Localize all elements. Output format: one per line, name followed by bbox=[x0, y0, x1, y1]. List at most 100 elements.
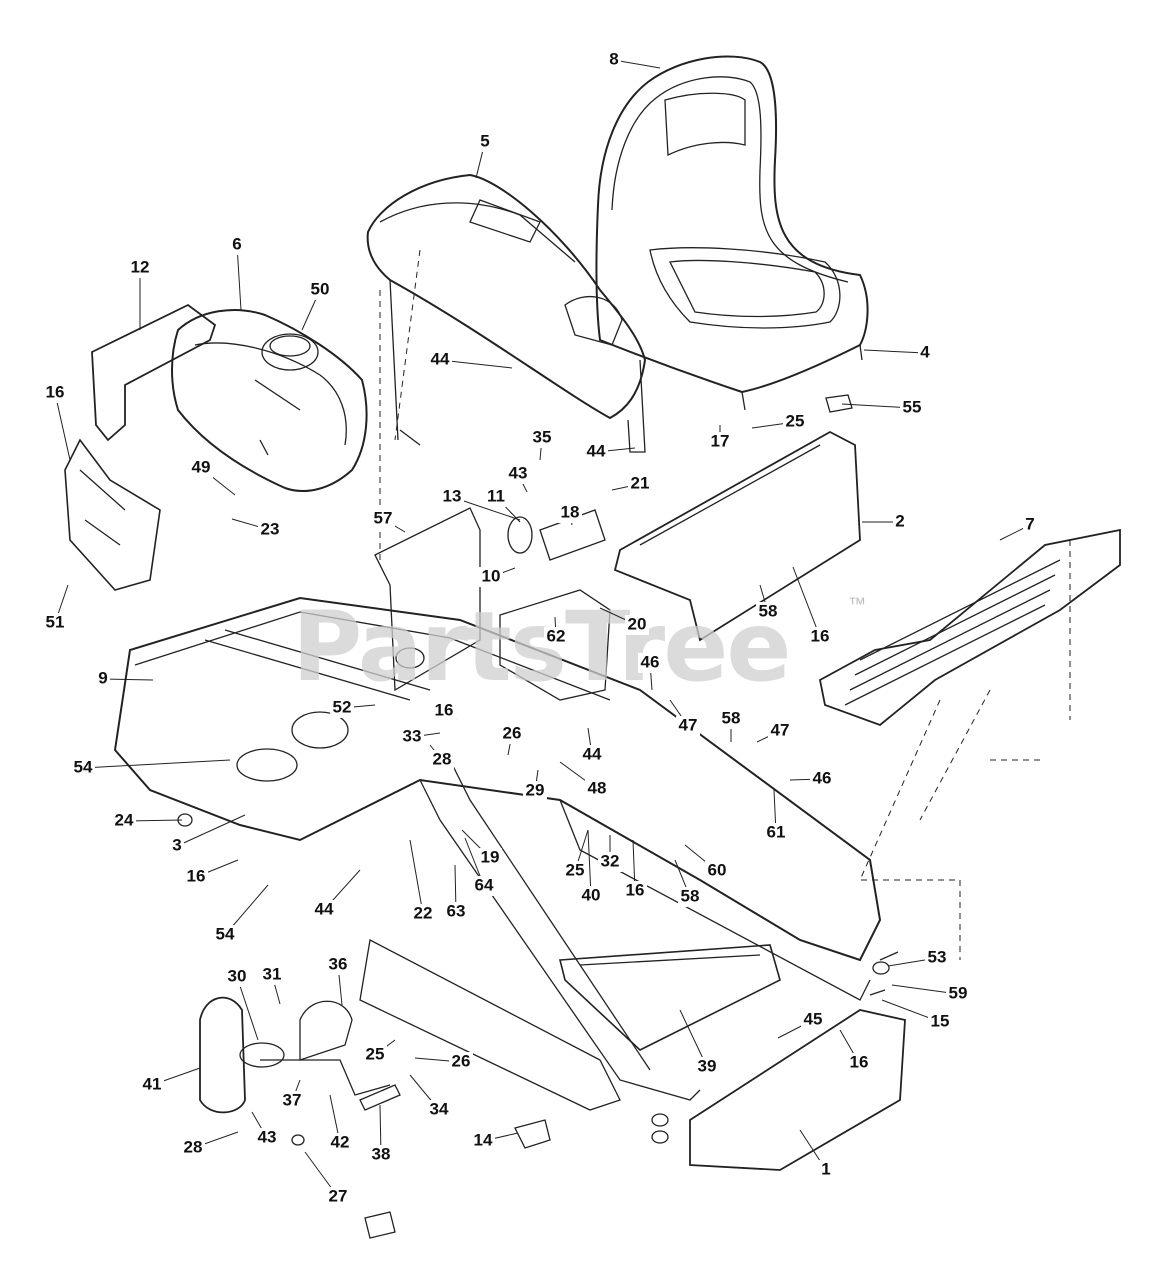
part-number-label: 6 bbox=[232, 234, 241, 253]
part-label: 25 bbox=[751, 411, 807, 432]
part-label: 2 bbox=[862, 511, 907, 532]
part-label: 3 bbox=[170, 814, 246, 856]
part-number-label: 25 bbox=[786, 411, 805, 430]
part-label: 11 bbox=[484, 486, 521, 523]
part-number-label: 43 bbox=[258, 1127, 277, 1146]
label-background bbox=[623, 881, 647, 901]
part-label: 26 bbox=[500, 723, 524, 756]
label-background bbox=[598, 852, 622, 872]
part-number-label: 51 bbox=[46, 612, 65, 631]
part-number-label: 16 bbox=[850, 1052, 869, 1071]
label-background bbox=[506, 464, 530, 484]
part-label: 38 bbox=[369, 1104, 393, 1165]
part-label: 60 bbox=[684, 844, 729, 881]
part-number-label: 57 bbox=[374, 508, 393, 527]
part-label: 30 bbox=[225, 966, 259, 1041]
part-label: 48 bbox=[559, 761, 609, 799]
watermark-trademark: ™ bbox=[848, 594, 866, 614]
label-background bbox=[430, 750, 454, 770]
part-label: 55 bbox=[841, 397, 924, 418]
label-background bbox=[695, 1057, 719, 1077]
part-label: 14 bbox=[471, 1130, 519, 1151]
part-number-label: 55 bbox=[903, 397, 922, 416]
label-background bbox=[801, 1010, 825, 1030]
leader-line bbox=[102, 678, 154, 681]
part-number-label: 5 bbox=[480, 131, 489, 150]
part-number-label: 49 bbox=[192, 457, 211, 476]
part-number-label: 44 bbox=[431, 349, 450, 368]
part-number-label: 14 bbox=[474, 1130, 493, 1149]
part-label: 4 bbox=[863, 342, 932, 363]
bumper-part bbox=[689, 1009, 906, 1171]
leader-line bbox=[587, 829, 592, 897]
part-number-label: 62 bbox=[547, 626, 566, 645]
label-background bbox=[918, 343, 932, 363]
label-background bbox=[719, 709, 743, 729]
part-number-label: 47 bbox=[771, 720, 790, 739]
part-label: 21 bbox=[611, 473, 652, 494]
label-background bbox=[411, 904, 435, 924]
part-number-label: 39 bbox=[698, 1056, 717, 1075]
part-number-label: 13 bbox=[443, 486, 462, 505]
part-number-label: 58 bbox=[681, 886, 700, 905]
part-label: 10 bbox=[479, 566, 516, 587]
part-label: 40 bbox=[579, 829, 603, 906]
label-background bbox=[584, 442, 608, 462]
footrest-part bbox=[818, 528, 1121, 727]
label-background bbox=[808, 627, 832, 647]
label-background bbox=[558, 503, 582, 523]
part-label: 20 bbox=[599, 607, 649, 635]
label-background bbox=[308, 280, 332, 300]
part-label: 46 bbox=[638, 652, 662, 691]
part-label: 31 bbox=[260, 964, 284, 1005]
part-number-label: 11 bbox=[487, 486, 505, 505]
part-number-label: 36 bbox=[329, 954, 348, 973]
label-background bbox=[128, 258, 152, 278]
part-number-label: 47 bbox=[679, 715, 698, 734]
part-number-label: 15 bbox=[931, 1011, 950, 1030]
fuel-tank-part bbox=[171, 309, 368, 492]
part-label: 41 bbox=[140, 1067, 201, 1095]
frame-part bbox=[113, 596, 882, 1111]
part-number-label: 32 bbox=[601, 851, 620, 870]
label-background bbox=[500, 724, 524, 744]
part-number-label: 29 bbox=[526, 780, 545, 799]
label-background bbox=[255, 1128, 279, 1148]
part-number-label: 1 bbox=[821, 1159, 830, 1178]
label-background bbox=[563, 861, 587, 881]
part-label: 64 bbox=[464, 837, 496, 896]
part-label: 36 bbox=[326, 954, 350, 1006]
label-background bbox=[432, 701, 456, 721]
part-label: 35 bbox=[530, 427, 554, 461]
part-label: 59 bbox=[891, 983, 970, 1004]
part-label: 27 bbox=[304, 1151, 350, 1207]
part-label: 58 bbox=[674, 859, 702, 907]
label-background bbox=[471, 1131, 495, 1151]
label-background bbox=[444, 902, 468, 922]
watermark: PartsTree ™ bbox=[292, 591, 866, 703]
part-number-label: 54 bbox=[216, 924, 235, 943]
part-label: 32 bbox=[598, 835, 622, 872]
part-number-label: 52 bbox=[333, 697, 352, 716]
label-background bbox=[96, 669, 110, 689]
part-number-label: 23 bbox=[261, 519, 280, 538]
label-background bbox=[479, 567, 503, 587]
part-label: 62 bbox=[544, 616, 568, 647]
part-label: 19 bbox=[461, 829, 502, 868]
part-number-label: 27 bbox=[329, 1186, 348, 1205]
part-label: 50 bbox=[301, 279, 332, 331]
part-number-label: 8 bbox=[609, 49, 618, 68]
label-background bbox=[328, 1133, 352, 1153]
part-number-label: 45 bbox=[804, 1009, 823, 1028]
label-background bbox=[112, 811, 136, 831]
label-background bbox=[258, 520, 282, 540]
part-label: 26 bbox=[414, 1051, 473, 1072]
part-label: 54 bbox=[71, 757, 231, 778]
part-label: 43 bbox=[251, 1111, 279, 1148]
label-background bbox=[326, 1187, 350, 1207]
label-background bbox=[676, 716, 700, 736]
part-number-label: 40 bbox=[582, 885, 601, 904]
leader-line bbox=[176, 814, 246, 847]
part-label: 15 bbox=[881, 999, 952, 1032]
part-number-label: 44 bbox=[583, 744, 602, 763]
